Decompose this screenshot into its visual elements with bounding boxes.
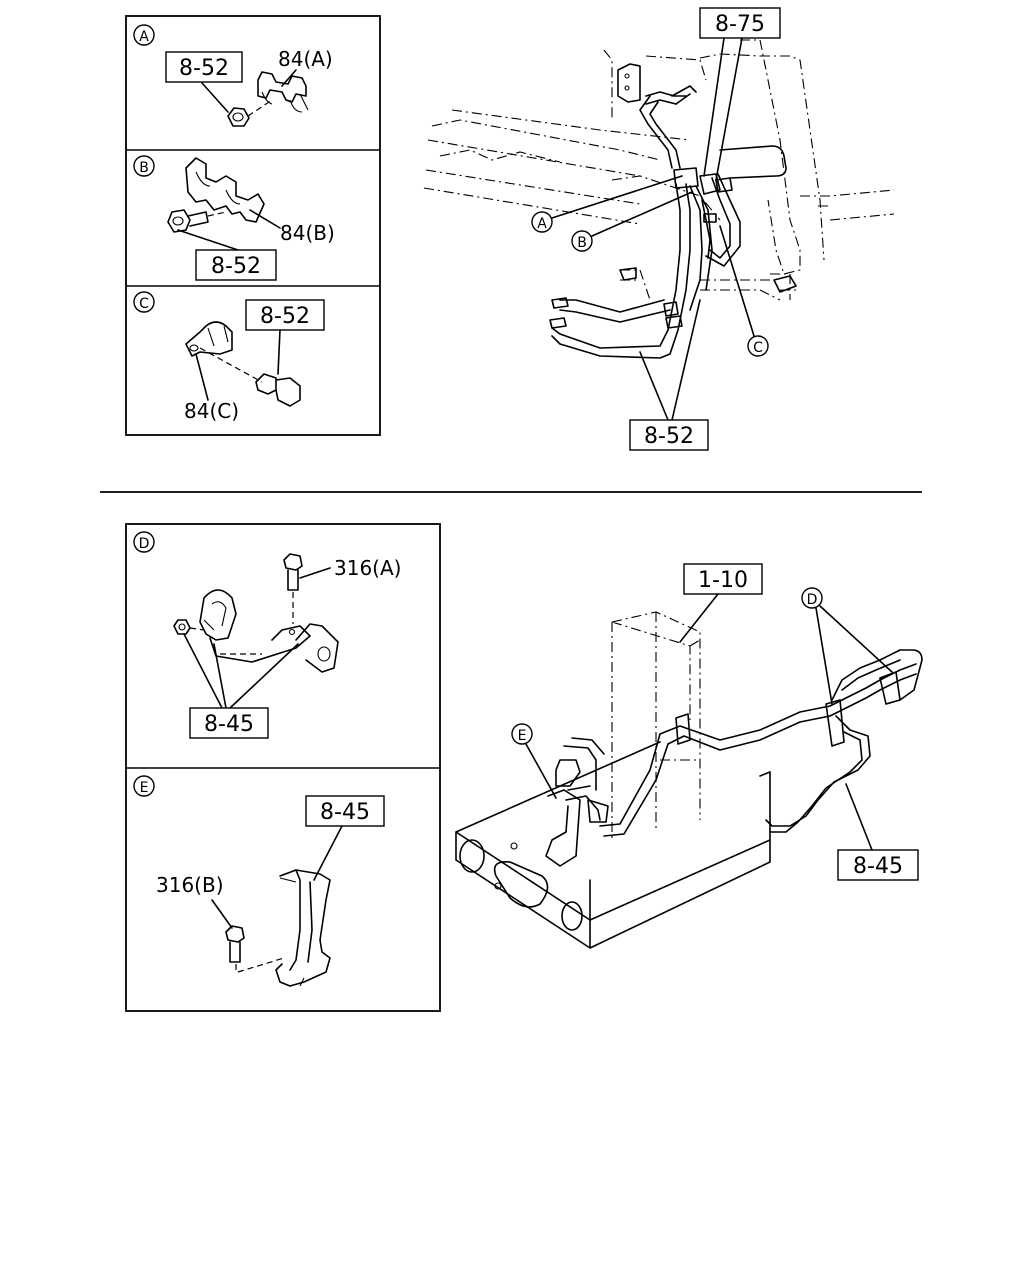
main-marker-b-circle bbox=[571, 230, 593, 252]
ref-box-8-52-main bbox=[629, 419, 709, 451]
leader-marker-c bbox=[719, 225, 755, 337]
detail-c-leader bbox=[195, 353, 209, 401]
clamp-bracket-d-drawing bbox=[199, 589, 339, 673]
ref-label-8-75: 8-75 bbox=[715, 12, 765, 37]
detail-d-part-label: 316(A) bbox=[334, 556, 401, 580]
ref-box-1-10 bbox=[683, 563, 763, 595]
main-marker-d-circle bbox=[801, 587, 823, 609]
detail-b: B 84(B) 8-52 bbox=[133, 155, 335, 281]
detail-a-part-label: 84(A) bbox=[278, 47, 333, 71]
main-marker-e: E bbox=[518, 728, 527, 744]
detail-c-ref-box bbox=[245, 299, 325, 331]
main-marker-e-circle bbox=[511, 723, 533, 745]
top-main-view: 8-75 A B C 8-52 bbox=[423, 7, 895, 451]
leader-marker-d-1 bbox=[815, 607, 833, 705]
detail-e-ref-label: 8-45 bbox=[320, 800, 370, 825]
detail-d-leader-3 bbox=[229, 643, 299, 709]
detail-d-leader-2 bbox=[213, 643, 227, 709]
leader-8-45-main bbox=[845, 783, 873, 851]
detail-e: E 8-45 316(B) bbox=[133, 775, 385, 987]
detail-d-marker-circle bbox=[133, 531, 155, 553]
main-marker-d: D bbox=[807, 592, 818, 608]
bracket-e-drawing bbox=[275, 869, 331, 987]
bolt-b-drawing bbox=[167, 209, 239, 251]
detail-d: D 316(A) bbox=[133, 531, 401, 739]
ref-box-8-75 bbox=[699, 7, 781, 39]
detail-b-ref-box bbox=[195, 249, 277, 281]
detail-a-ref-label: 8-52 bbox=[179, 56, 229, 81]
leader-marker-e bbox=[525, 743, 557, 799]
detail-e-ref-box bbox=[305, 795, 385, 827]
detail-c: C 8-52 84(C) bbox=[133, 291, 325, 423]
detail-e-part-label: 316(B) bbox=[156, 873, 224, 897]
leader-marker-b bbox=[591, 191, 693, 237]
leader-8-75-a bbox=[703, 37, 725, 177]
main-marker-a-circle bbox=[531, 211, 553, 233]
bottom-main-view: 1-10 D E 8-45 bbox=[455, 563, 923, 949]
main-marker-c: C bbox=[753, 340, 763, 356]
ref-label-1-10: 1-10 bbox=[698, 568, 748, 593]
detail-b-ref-label: 8-52 bbox=[211, 254, 261, 279]
ref-label-8-45-main: 8-45 bbox=[853, 854, 903, 879]
detail-c-part-label: 84(C) bbox=[184, 399, 239, 423]
ref-box-8-45-main bbox=[837, 849, 919, 881]
main-marker-b: B bbox=[577, 235, 587, 251]
detail-c-marker-circle bbox=[133, 291, 155, 313]
detail-d-leader-1 bbox=[183, 633, 223, 709]
detail-c-ref-label: 8-52 bbox=[260, 304, 310, 329]
detail-d-ref-label: 8-45 bbox=[204, 712, 254, 737]
detail-a-ref-box bbox=[165, 51, 243, 83]
detail-e-ref-leader bbox=[313, 825, 343, 881]
top-detail-panels: A 8-52 84(A) B bbox=[125, 15, 381, 436]
leader-8-52-b bbox=[671, 299, 701, 421]
clamp-84a-drawing bbox=[257, 69, 309, 113]
detail-e-marker: E bbox=[140, 780, 149, 796]
leader-marker-d-2 bbox=[819, 605, 893, 673]
clamp-84b-drawing bbox=[185, 157, 281, 229]
detail-e-bolt-leader bbox=[211, 899, 233, 929]
bottom-detail-panels: D 316(A) bbox=[125, 523, 441, 1012]
top-detail-frame bbox=[125, 15, 381, 436]
detail-b-marker-circle bbox=[133, 155, 155, 177]
leader-8-75-b bbox=[715, 37, 743, 181]
detail-b-marker: B bbox=[139, 160, 149, 176]
detail-d-ref-box bbox=[189, 707, 269, 739]
detail-d-bolt-leader bbox=[299, 567, 331, 579]
ref-label-8-52-main: 8-52 bbox=[644, 424, 694, 449]
leader-1-10 bbox=[679, 593, 719, 643]
clamp-84c-drawing bbox=[185, 321, 233, 357]
detail-a-marker: A bbox=[139, 29, 149, 45]
detail-e-marker-circle bbox=[133, 775, 155, 797]
bolt-316b-drawing bbox=[225, 925, 285, 973]
nut-drawing bbox=[201, 82, 273, 127]
detail-a-marker-circle bbox=[133, 24, 155, 46]
main-marker-a: A bbox=[537, 216, 547, 232]
leader-marker-a bbox=[551, 175, 683, 219]
detail-d-marker: D bbox=[139, 536, 150, 552]
detail-c-marker: C bbox=[139, 296, 149, 312]
detail-a: A 8-52 84(A) bbox=[133, 24, 333, 127]
leader-8-52-a bbox=[639, 351, 669, 421]
nut-d-drawing bbox=[173, 619, 205, 635]
bolt-316a-drawing bbox=[283, 553, 303, 624]
bolt-c-drawing bbox=[199, 329, 301, 407]
main-marker-c-circle bbox=[747, 335, 769, 357]
detail-b-part-label: 84(B) bbox=[280, 221, 335, 245]
